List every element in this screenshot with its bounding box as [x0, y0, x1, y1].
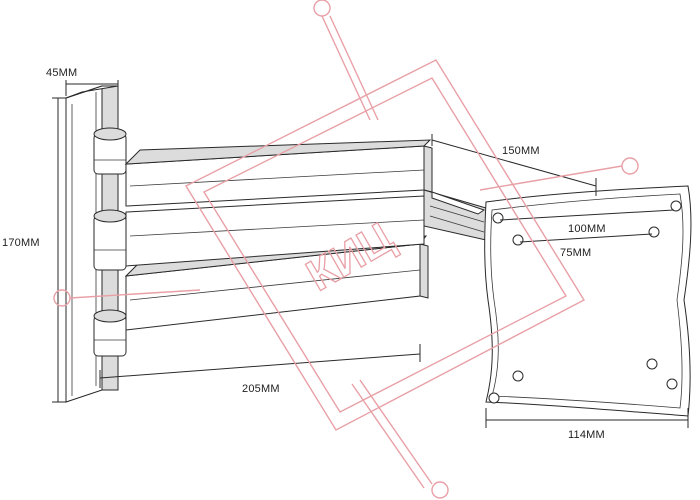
label-height: 170MM [2, 237, 40, 249]
dim-reach [99, 344, 421, 388]
hole-inner-top-right [648, 226, 660, 238]
dim-thickness [65, 80, 119, 96]
middle-arm [125, 195, 425, 267]
hinge-middle [93, 209, 127, 271]
vesa-plate [484, 185, 692, 417]
dim-outer-spacing [499, 209, 675, 221]
vesa-holes [488, 200, 682, 404]
tilt-joint [423, 189, 487, 241]
label-inner-spacing: 75MM [560, 247, 591, 259]
label-outer-spacing: 100MM [568, 223, 606, 235]
label-plate-width: 114MM [568, 429, 605, 441]
dim-height [52, 97, 66, 403]
hole-inner-bottom-right [646, 358, 658, 370]
hinge-top [93, 127, 127, 175]
upper-arm [124, 139, 433, 207]
dim-plate-width [485, 408, 689, 428]
dim-depth [431, 134, 597, 196]
hole-inner-top-left [512, 234, 524, 246]
hole-bottom-left [488, 392, 500, 404]
label-depth: 150MM [502, 145, 540, 157]
label-reach: 205MM [242, 383, 280, 395]
dim-inner-spacing [519, 233, 653, 243]
label-thickness: 45MM [46, 67, 77, 79]
hinge-bottom [93, 309, 127, 357]
hole-top-right [670, 200, 682, 212]
hole-top-left [492, 212, 504, 224]
hole-bottom-right [666, 378, 678, 390]
hole-inner-bottom-left [512, 370, 524, 382]
